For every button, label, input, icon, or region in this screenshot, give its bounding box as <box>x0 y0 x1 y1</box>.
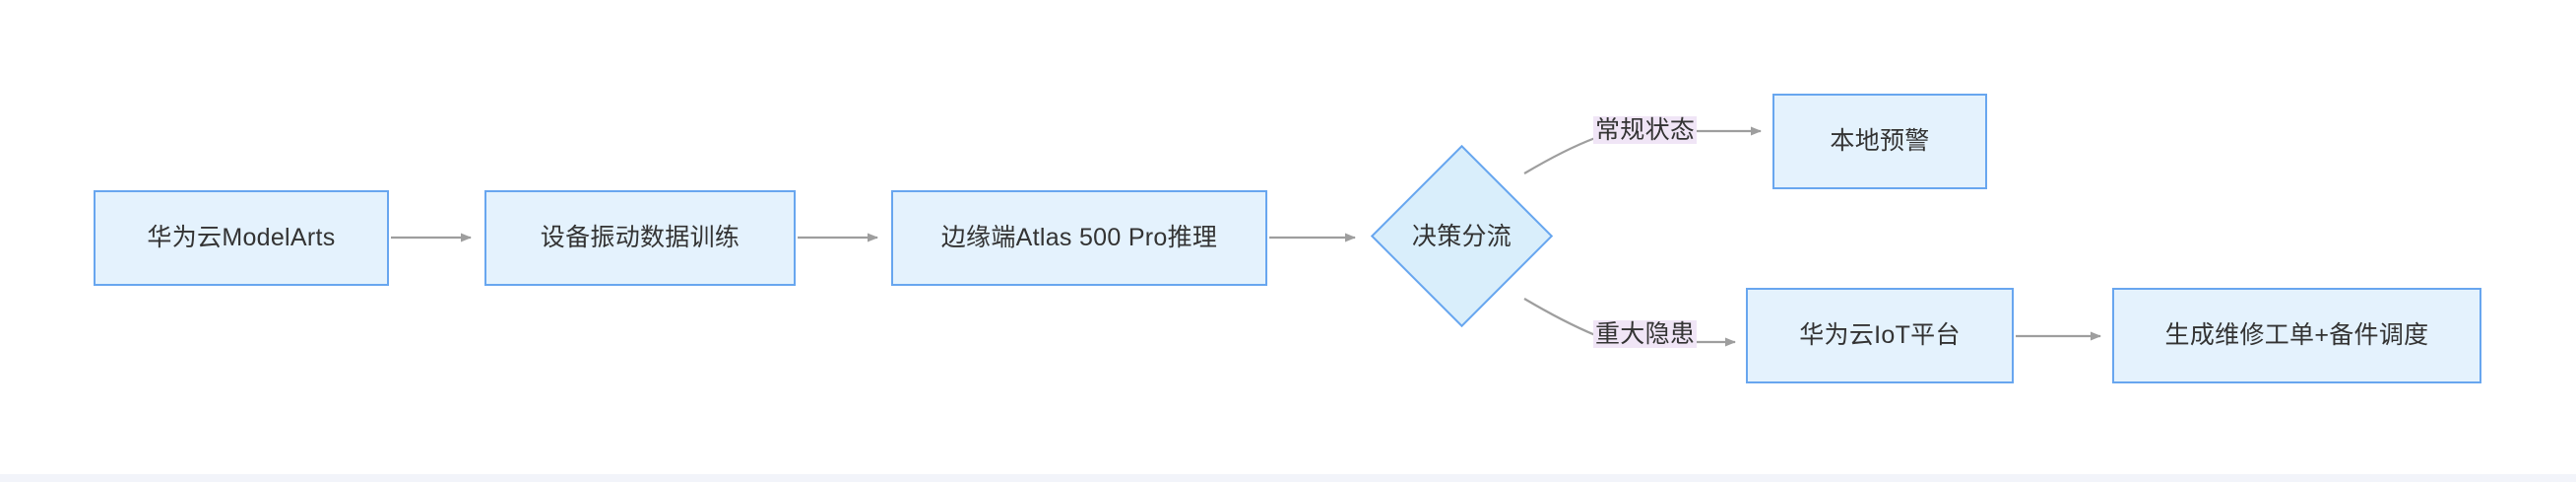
node-training-label: 设备振动数据训练 <box>540 224 741 251</box>
bottom-separator <box>0 474 2576 482</box>
node-inference[interactable]: 边缘端Atlas 500 Pro推理 <box>891 190 1267 286</box>
node-decision[interactable]: 决策分流 <box>1367 141 1557 333</box>
node-modelarts-label: 华为云ModelArts <box>147 224 336 251</box>
node-work-order[interactable]: 生成维修工单+备件调度 <box>2112 288 2481 383</box>
edge-label-major-risk: 重大隐患 <box>1593 320 1698 349</box>
node-iot-platform[interactable]: 华为云IoT平台 <box>1746 288 2014 383</box>
edge-label-normal-state: 常规状态 <box>1593 116 1698 145</box>
node-inference-label: 边缘端Atlas 500 Pro推理 <box>940 224 1218 251</box>
node-iot-platform-label: 华为云IoT平台 <box>1799 321 1961 349</box>
node-modelarts[interactable]: 华为云ModelArts <box>94 190 389 286</box>
node-local-alarm-label: 本地预警 <box>1830 127 1930 155</box>
node-training[interactable]: 设备振动数据训练 <box>484 190 796 286</box>
node-decision-label: 决策分流 <box>1411 223 1513 250</box>
node-work-order-label: 生成维修工单+备件调度 <box>2164 321 2429 349</box>
node-local-alarm[interactable]: 本地预警 <box>1772 94 1987 189</box>
